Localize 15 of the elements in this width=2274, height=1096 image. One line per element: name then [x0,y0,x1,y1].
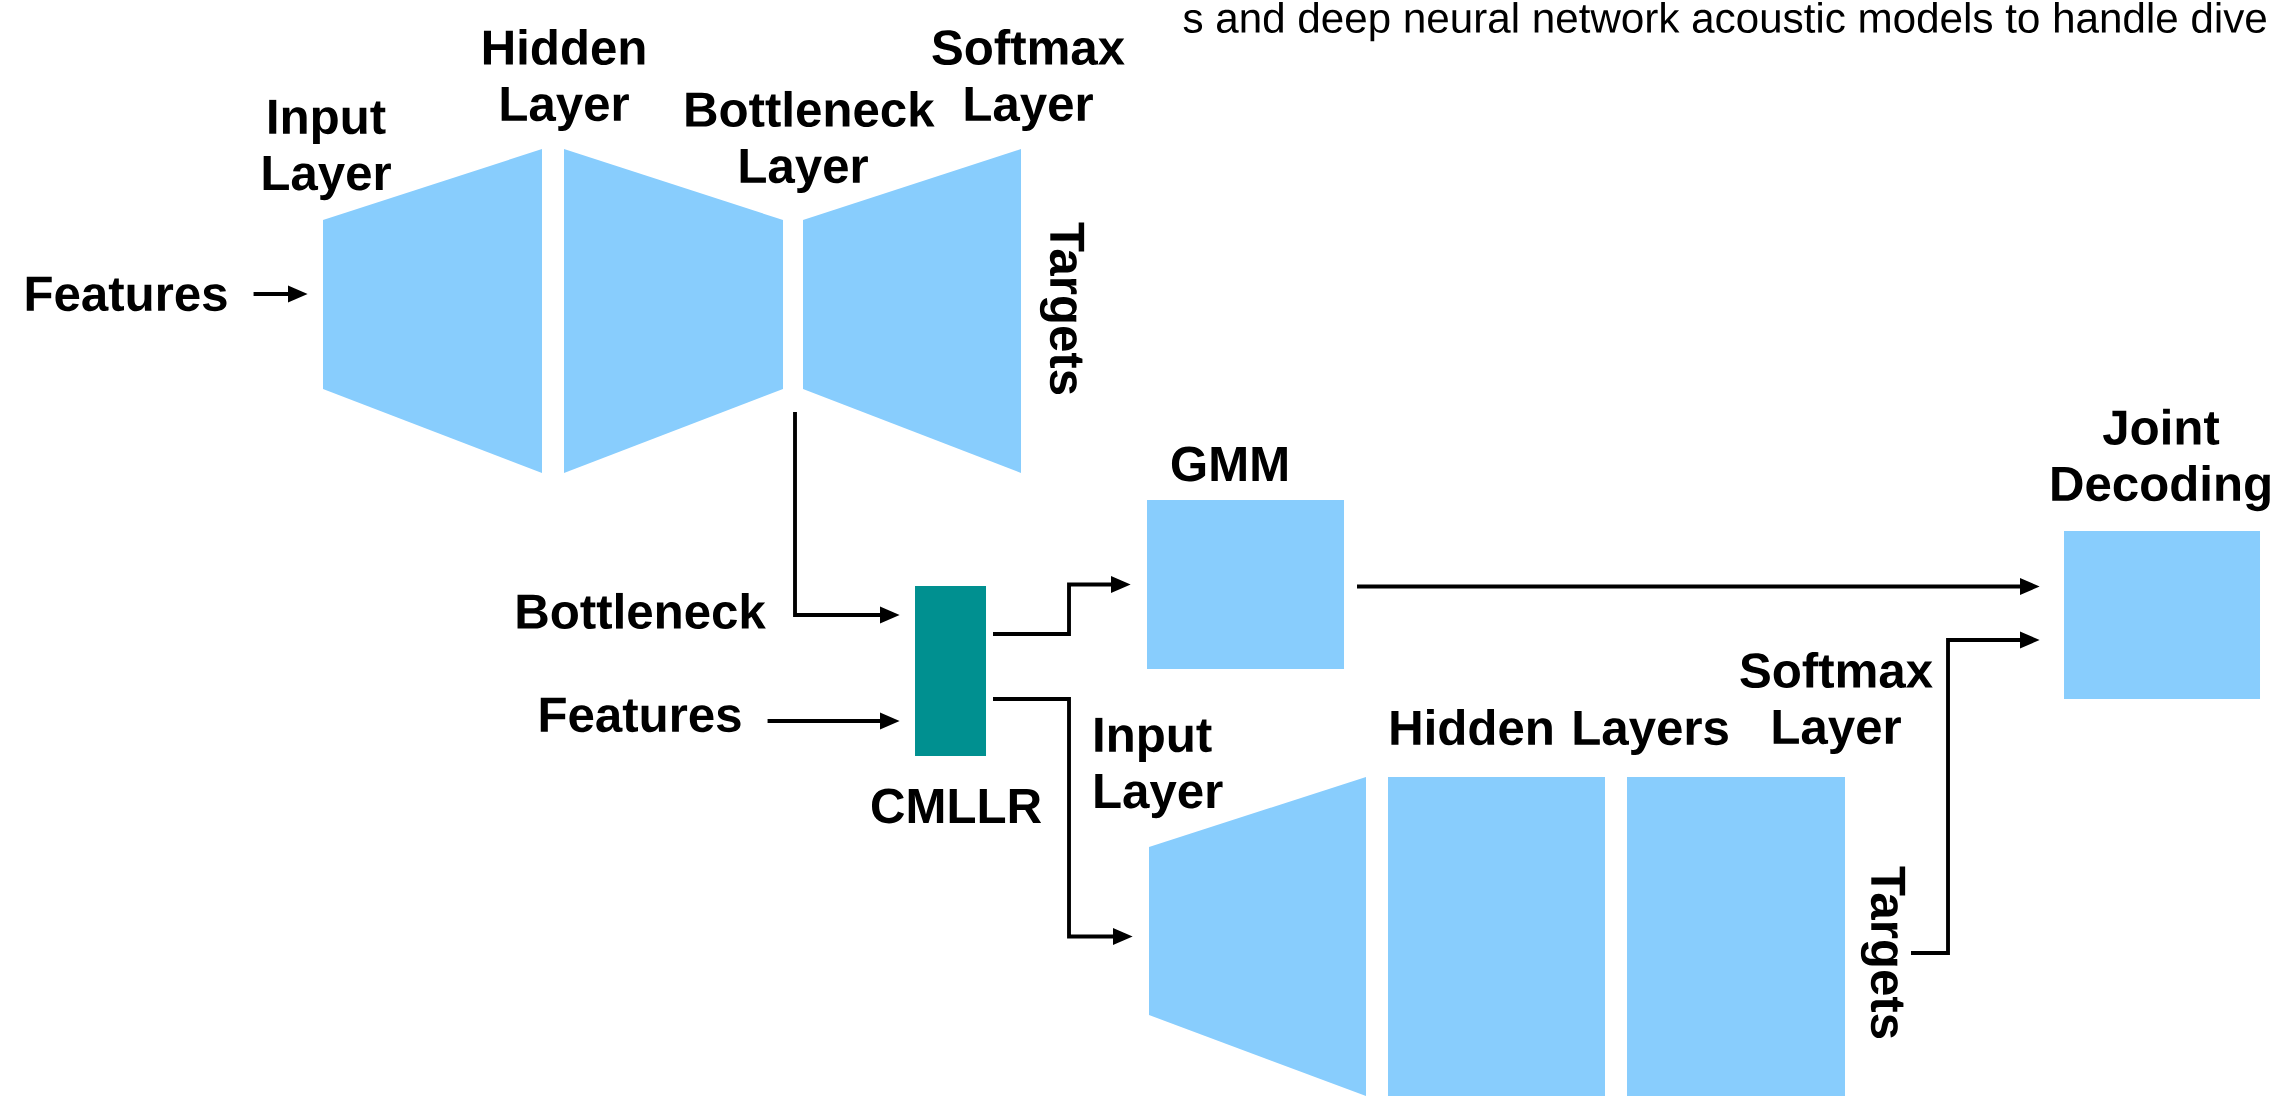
feature-label: Features [540,697,741,733]
feature-label: Features [26,276,227,312]
heading-text: s and deep neural network acoustic models to handle dive [1183,2,2266,42]
layer-title: Joint Decoding [2052,408,2270,512]
layer-title: CMLLR [871,788,1042,824]
layer-title: Hidden Layer [483,28,645,132]
layer-title: GMM [1171,446,1287,482]
layer-title: Input Layer [1095,717,1223,819]
edge-label: Bottleneck [510,589,770,633]
layer-title: Softmax Layer [1740,651,1933,755]
layer-title: Hidden Layers [1391,709,1728,755]
output-label: Targets [1039,222,1085,395]
layer-title: Input Layer [263,99,391,201]
output-label: Targets [1860,866,1906,1039]
layer-label: Bottleneck Layer [686,90,935,194]
